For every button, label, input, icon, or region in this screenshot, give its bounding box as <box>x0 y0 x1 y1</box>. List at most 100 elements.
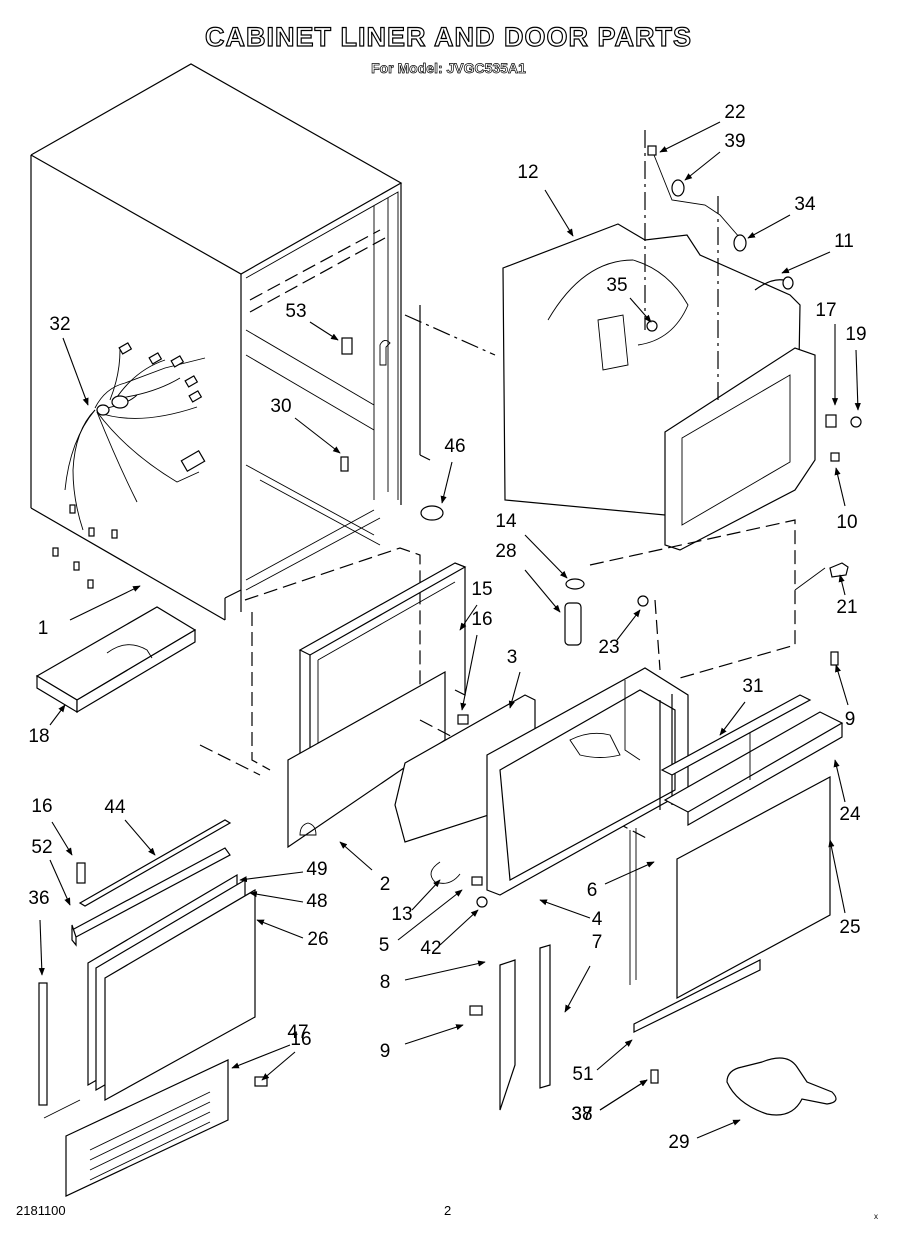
leader-arrow <box>411 879 441 911</box>
model-subtitle: For Model: JVGC535A1 <box>371 60 527 77</box>
callout-30: 30 <box>270 396 341 454</box>
leader-arrow <box>834 467 846 507</box>
callout-53: 53 <box>285 301 339 341</box>
callout-32: 32 <box>49 314 89 406</box>
callout-13: 13 <box>391 879 441 925</box>
callout-number: 14 <box>495 511 517 532</box>
leader-arrow <box>828 839 846 914</box>
callout-number: 26 <box>307 929 328 950</box>
diagram-title: CABINET LINER AND DOOR PARTS <box>204 21 692 52</box>
leader-arrow <box>719 701 746 736</box>
leader-arrow <box>838 574 846 596</box>
leader-arrow <box>854 349 861 411</box>
callout-number: 47 <box>287 1022 308 1043</box>
callout-39: 39 <box>684 131 746 181</box>
leader-arrow <box>696 1119 741 1139</box>
callout-29: 29 <box>668 1119 741 1153</box>
leader-arrow <box>51 821 73 856</box>
leader-arrow <box>459 604 478 631</box>
leader-arrow <box>604 861 655 885</box>
callout-35: 35 <box>606 275 652 323</box>
callout-number: 31 <box>742 676 763 697</box>
leader-arrow <box>544 189 574 237</box>
corner-mark: x <box>874 1212 878 1221</box>
leader-arrow <box>69 585 141 621</box>
callout-number: 38 <box>571 1104 592 1125</box>
callout-number: 9 <box>380 1041 391 1062</box>
callout-31: 31 <box>719 676 764 736</box>
leader-arrow <box>339 841 373 871</box>
callout-number: 16 <box>471 609 492 630</box>
callout-19: 19 <box>845 324 867 411</box>
callout-number: 52 <box>31 837 52 858</box>
callout-22: 22 <box>659 102 746 153</box>
callout-number: 3 <box>507 647 518 668</box>
callout-number: 8 <box>380 972 391 993</box>
leader-arrow <box>38 919 45 976</box>
callout-number: 16 <box>290 1029 311 1050</box>
leader-arrow <box>564 965 591 1013</box>
callout-8: 8 <box>380 960 486 993</box>
callout-28: 28 <box>495 541 561 613</box>
callout-6: 6 <box>587 861 655 901</box>
callout-number: 49 <box>306 859 327 880</box>
leader-arrow <box>835 664 849 706</box>
callout-number: 22 <box>724 102 745 123</box>
callout-44: 44 <box>104 797 156 856</box>
callout-number: 51 <box>572 1064 593 1085</box>
callout-25: 25 <box>828 839 861 938</box>
callout-number: 12 <box>517 162 538 183</box>
callout-number: 21 <box>836 597 857 618</box>
callout-number: 32 <box>49 314 70 335</box>
leader-arrow <box>439 909 479 946</box>
callout-number: 25 <box>839 917 860 938</box>
callout-number: 15 <box>471 579 492 600</box>
leader-arrow <box>599 1079 648 1111</box>
callout-layer: 1234567891011121314151617181921222324252… <box>28 102 866 1153</box>
callout-7: 7 <box>564 932 603 1013</box>
callout-number: 6 <box>587 880 598 901</box>
liner-dashed-box <box>589 519 826 679</box>
callout-number: 1 <box>38 618 49 639</box>
leader-arrow <box>684 151 721 181</box>
callout-14: 14 <box>495 511 568 579</box>
callout-16: 16 <box>31 796 73 856</box>
page-number: 2 <box>444 1203 452 1218</box>
leader-arrow <box>62 337 89 406</box>
leader-arrow <box>261 1051 296 1081</box>
door-gasket-drawing <box>298 562 467 788</box>
callout-17: 17 <box>815 300 839 406</box>
callout-4: 4 <box>539 899 603 930</box>
door-inner-frame-drawing <box>486 667 689 896</box>
callout-26: 26 <box>256 919 329 950</box>
callout-21: 21 <box>836 574 858 618</box>
callout-number: 7 <box>592 932 603 953</box>
leader-arrow <box>440 461 453 504</box>
leader-arrow <box>231 1044 291 1069</box>
callout-number: 53 <box>285 301 306 322</box>
callout-number: 19 <box>845 324 866 345</box>
callout-47: 47 <box>231 1022 309 1069</box>
liner-drawing <box>502 130 816 551</box>
callout-9: 9 <box>835 664 856 730</box>
leader-arrow <box>781 251 831 274</box>
leader-arrow <box>596 1039 633 1071</box>
leader-arrow <box>524 534 568 579</box>
leader-arrow <box>833 759 846 803</box>
leader-arrow <box>539 899 591 919</box>
callout-number: 28 <box>495 541 516 562</box>
leader-arrow <box>616 609 641 641</box>
callout-number: 17 <box>815 300 836 321</box>
callout-number: 23 <box>598 637 619 658</box>
callout-11: 11 <box>781 231 854 274</box>
callout-number: 16 <box>31 796 52 817</box>
callout-18: 18 <box>28 704 66 747</box>
callout-36: 36 <box>28 888 50 976</box>
leader-arrow <box>629 297 652 323</box>
leader-arrow <box>256 919 304 939</box>
callout-number: 18 <box>28 726 49 747</box>
callout-15: 15 <box>459 579 493 631</box>
callout-number: 9 <box>845 709 856 730</box>
callout-number: 42 <box>420 938 441 959</box>
